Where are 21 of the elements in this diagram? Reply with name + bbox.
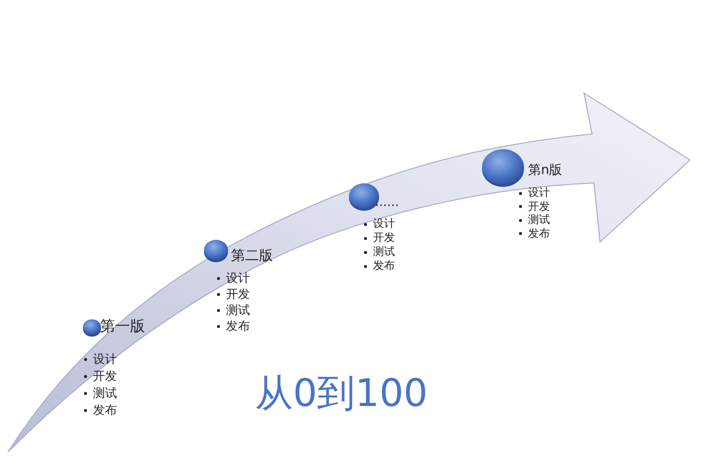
version-heading: …… <box>375 196 399 208</box>
bullet-item: 开发 <box>217 288 250 300</box>
version-heading: 第n版 <box>528 164 562 177</box>
bullet-item: 测试 <box>364 246 395 257</box>
bullet-item: 设计 <box>84 353 117 365</box>
bullet-item: 测试 <box>519 214 550 225</box>
bullet-item: 发布 <box>364 260 395 271</box>
bullet-item: 设计 <box>364 218 395 229</box>
bullet-item: 发布 <box>84 404 117 416</box>
bullet-item: 测试 <box>84 387 117 399</box>
bullet-item: 设计 <box>217 272 250 284</box>
bullet-item: 开发 <box>84 370 117 382</box>
bullet-item: 设计 <box>519 187 550 198</box>
version-heading: 第二版 <box>231 249 273 263</box>
title: 从0到100 <box>255 374 428 412</box>
bullet-item: 开发 <box>519 200 550 212</box>
bullet-item: 测试 <box>217 304 250 316</box>
bullet-item: 发布 <box>519 228 550 238</box>
bullet-item: 发布 <box>217 320 250 332</box>
version-heading: 第一版 <box>100 319 145 334</box>
bullet-item: 开发 <box>364 232 395 243</box>
